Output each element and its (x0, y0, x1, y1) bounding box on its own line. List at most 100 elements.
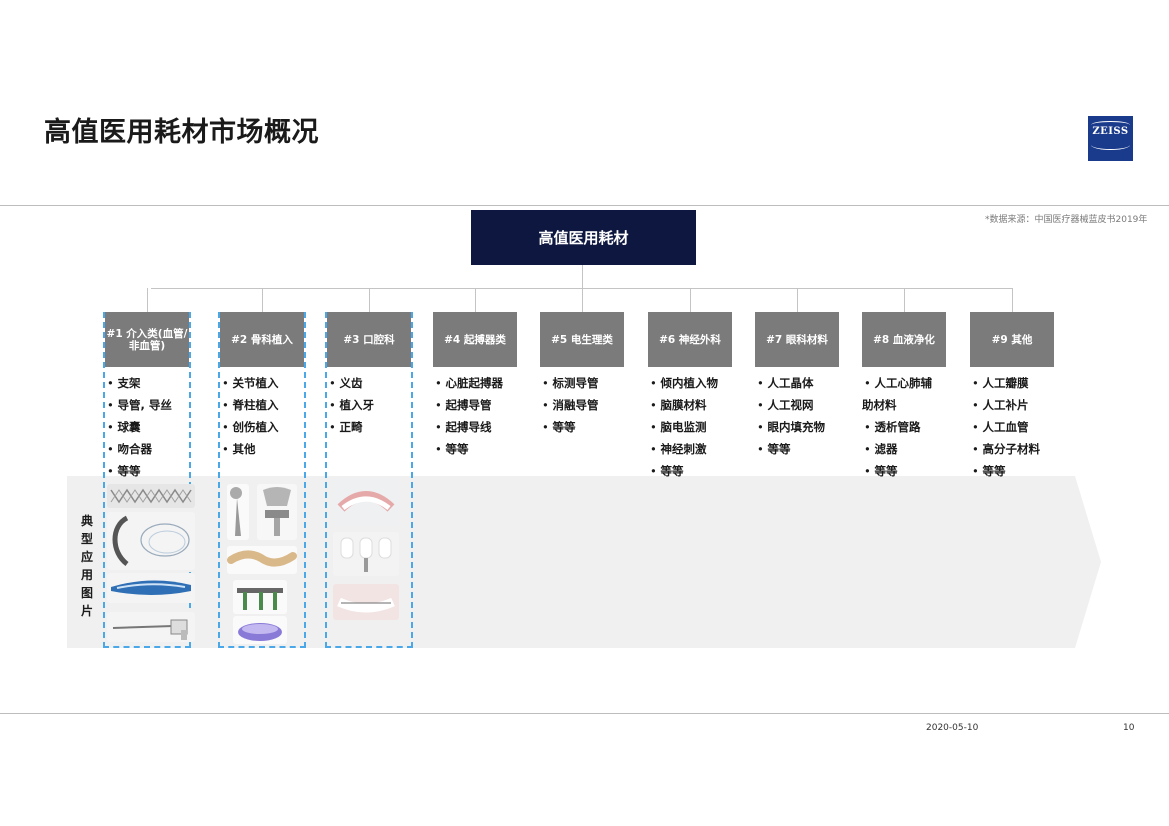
category-label: #5 电生理类 (551, 333, 613, 346)
knee-implant-image (257, 484, 297, 540)
category-connector (262, 288, 263, 312)
header-divider (0, 205, 1169, 206)
root-connector (582, 265, 583, 289)
source-note: *数据来源：中国医疗器械蓝皮书2019年 (985, 215, 1148, 225)
category-item: 义齿 (329, 372, 374, 394)
category-item: 人工瓣膜 (972, 372, 1040, 394)
band-label-char: 应 (80, 550, 93, 564)
category-item: 等等 (542, 416, 598, 438)
category-item: 创伤植入 (222, 416, 278, 438)
category-connector (147, 288, 148, 312)
category-item: 人工补片 (972, 394, 1040, 416)
category-item: 人工血管 (972, 416, 1040, 438)
category-item: 倾内植入物 (650, 372, 718, 394)
branch-bar (151, 288, 1012, 289)
category-connector (904, 288, 905, 312)
category-item: 等等 (757, 438, 825, 460)
category-label: #2 骨科植入 (231, 333, 293, 346)
stent-image (107, 484, 195, 508)
zeiss-logo: ZEISS (1088, 116, 1133, 161)
slide-date: 2020-05-10 (926, 723, 979, 733)
category-item: 滤器 (864, 438, 932, 460)
category-item: 关节植入 (222, 372, 278, 394)
category-item: 等等 (650, 460, 718, 482)
category-item-list: 人工瓣膜人工补片人工血管高分子材料等等 (972, 372, 1040, 482)
category-item: 人工晶体 (757, 372, 825, 394)
category-header: #1 介入类(血管/非血管) (105, 312, 189, 367)
braces-image (333, 584, 399, 620)
category-item-list: 人工心肺辅助材料透析管路滤器等等 (862, 372, 932, 482)
category-item: 神经刺激 (650, 438, 718, 460)
category-item: 等等 (435, 438, 503, 460)
category-item-list: 标测导管消融导管等等 (542, 372, 598, 438)
category-connector (475, 288, 476, 312)
band-label-char: 型 (80, 532, 93, 546)
category-label: #8 血液净化 (873, 333, 935, 346)
category-header: #3 口腔科 (327, 312, 411, 367)
category-item-list: 支架导管, 导丝球囊吻合器等等 (107, 372, 172, 482)
band-label-char: 片 (80, 604, 93, 618)
category-item: 其他 (222, 438, 278, 460)
category-connector (582, 288, 583, 312)
category-label: #7 眼科材料 (766, 333, 828, 346)
category-item: 等等 (864, 460, 932, 482)
category-item: 正畸 (329, 416, 374, 438)
category-item: 心脏起搏器 (435, 372, 503, 394)
catheter-coil-image (107, 512, 195, 570)
category-label: #9 其他 (991, 333, 1033, 346)
category-connector (797, 288, 798, 312)
category-item: 标测导管 (542, 372, 598, 394)
category-item: 等等 (107, 460, 172, 482)
category-item: 人工心肺辅 (864, 372, 932, 394)
band-label-char: 用 (80, 568, 93, 582)
category-header: #4 起搏器类 (433, 312, 517, 367)
logo-wordmark: ZEISS (1092, 126, 1129, 137)
category-item: 眼内填充物 (757, 416, 825, 438)
category-item: 支架 (107, 372, 172, 394)
category-connector (1012, 288, 1013, 312)
page-title: 高值医用耗材市场概况 (44, 117, 319, 148)
spine-screw-image (233, 580, 287, 614)
category-label-line2: 非血管) (128, 339, 166, 352)
bone-plate-image (227, 546, 297, 574)
category-item: 球囊 (107, 416, 172, 438)
category-item: 透析管路 (864, 416, 932, 438)
category-item-list: 心脏起搏器起搏导管起搏导线等等 (435, 372, 503, 460)
category-item: 助材料 (862, 398, 897, 412)
band-label-char: 图 (80, 586, 93, 600)
category-item: 植入牙 (329, 394, 374, 416)
category-header: #9 其他 (970, 312, 1054, 367)
category-item: 起搏导线 (435, 416, 503, 438)
footer-divider (0, 713, 1169, 714)
category-item: 脊柱植入 (222, 394, 278, 416)
page-number: 10 (1123, 723, 1135, 733)
dental-implant-image (333, 532, 399, 576)
category-header: #6 神经外科 (648, 312, 732, 367)
cage-image (233, 616, 287, 644)
category-connector (369, 288, 370, 312)
category-item: 消融导管 (542, 394, 598, 416)
category-item-list: 倾内植入物脑膜材料脑电监测神经刺激等等 (650, 372, 718, 482)
category-item: 导管, 导丝 (107, 394, 171, 416)
category-item: 高分子材料 (972, 438, 1040, 460)
category-item: 脑电监测 (650, 416, 718, 438)
band-label-char: 典 (80, 514, 93, 528)
logo-arc-top (1091, 121, 1130, 129)
denture-image (333, 478, 399, 526)
category-item: 脑膜材料 (650, 394, 718, 416)
category-item-list: 关节植入脊柱植入创伤植入其他 (222, 372, 278, 460)
category-item: 起搏导管 (435, 394, 503, 416)
category-label: #1 介入类(血管/ (106, 327, 188, 340)
category-item: 等等 (972, 460, 1040, 482)
category-item-list: 义齿植入牙正畸 (329, 372, 374, 438)
category-header: #8 血液净化 (862, 312, 946, 367)
category-connector (690, 288, 691, 312)
root-node: 高值医用耗材 (471, 210, 696, 265)
category-item: 吻合器 (107, 438, 172, 460)
band-label: 典 型 应 用 图 片 (80, 512, 94, 620)
balloon-catheter-image (107, 573, 195, 603)
category-item: 人工视网 (757, 394, 825, 416)
category-header: #5 电生理类 (540, 312, 624, 367)
hip-implant-image (227, 484, 249, 540)
logo-arc-bottom (1091, 140, 1130, 150)
